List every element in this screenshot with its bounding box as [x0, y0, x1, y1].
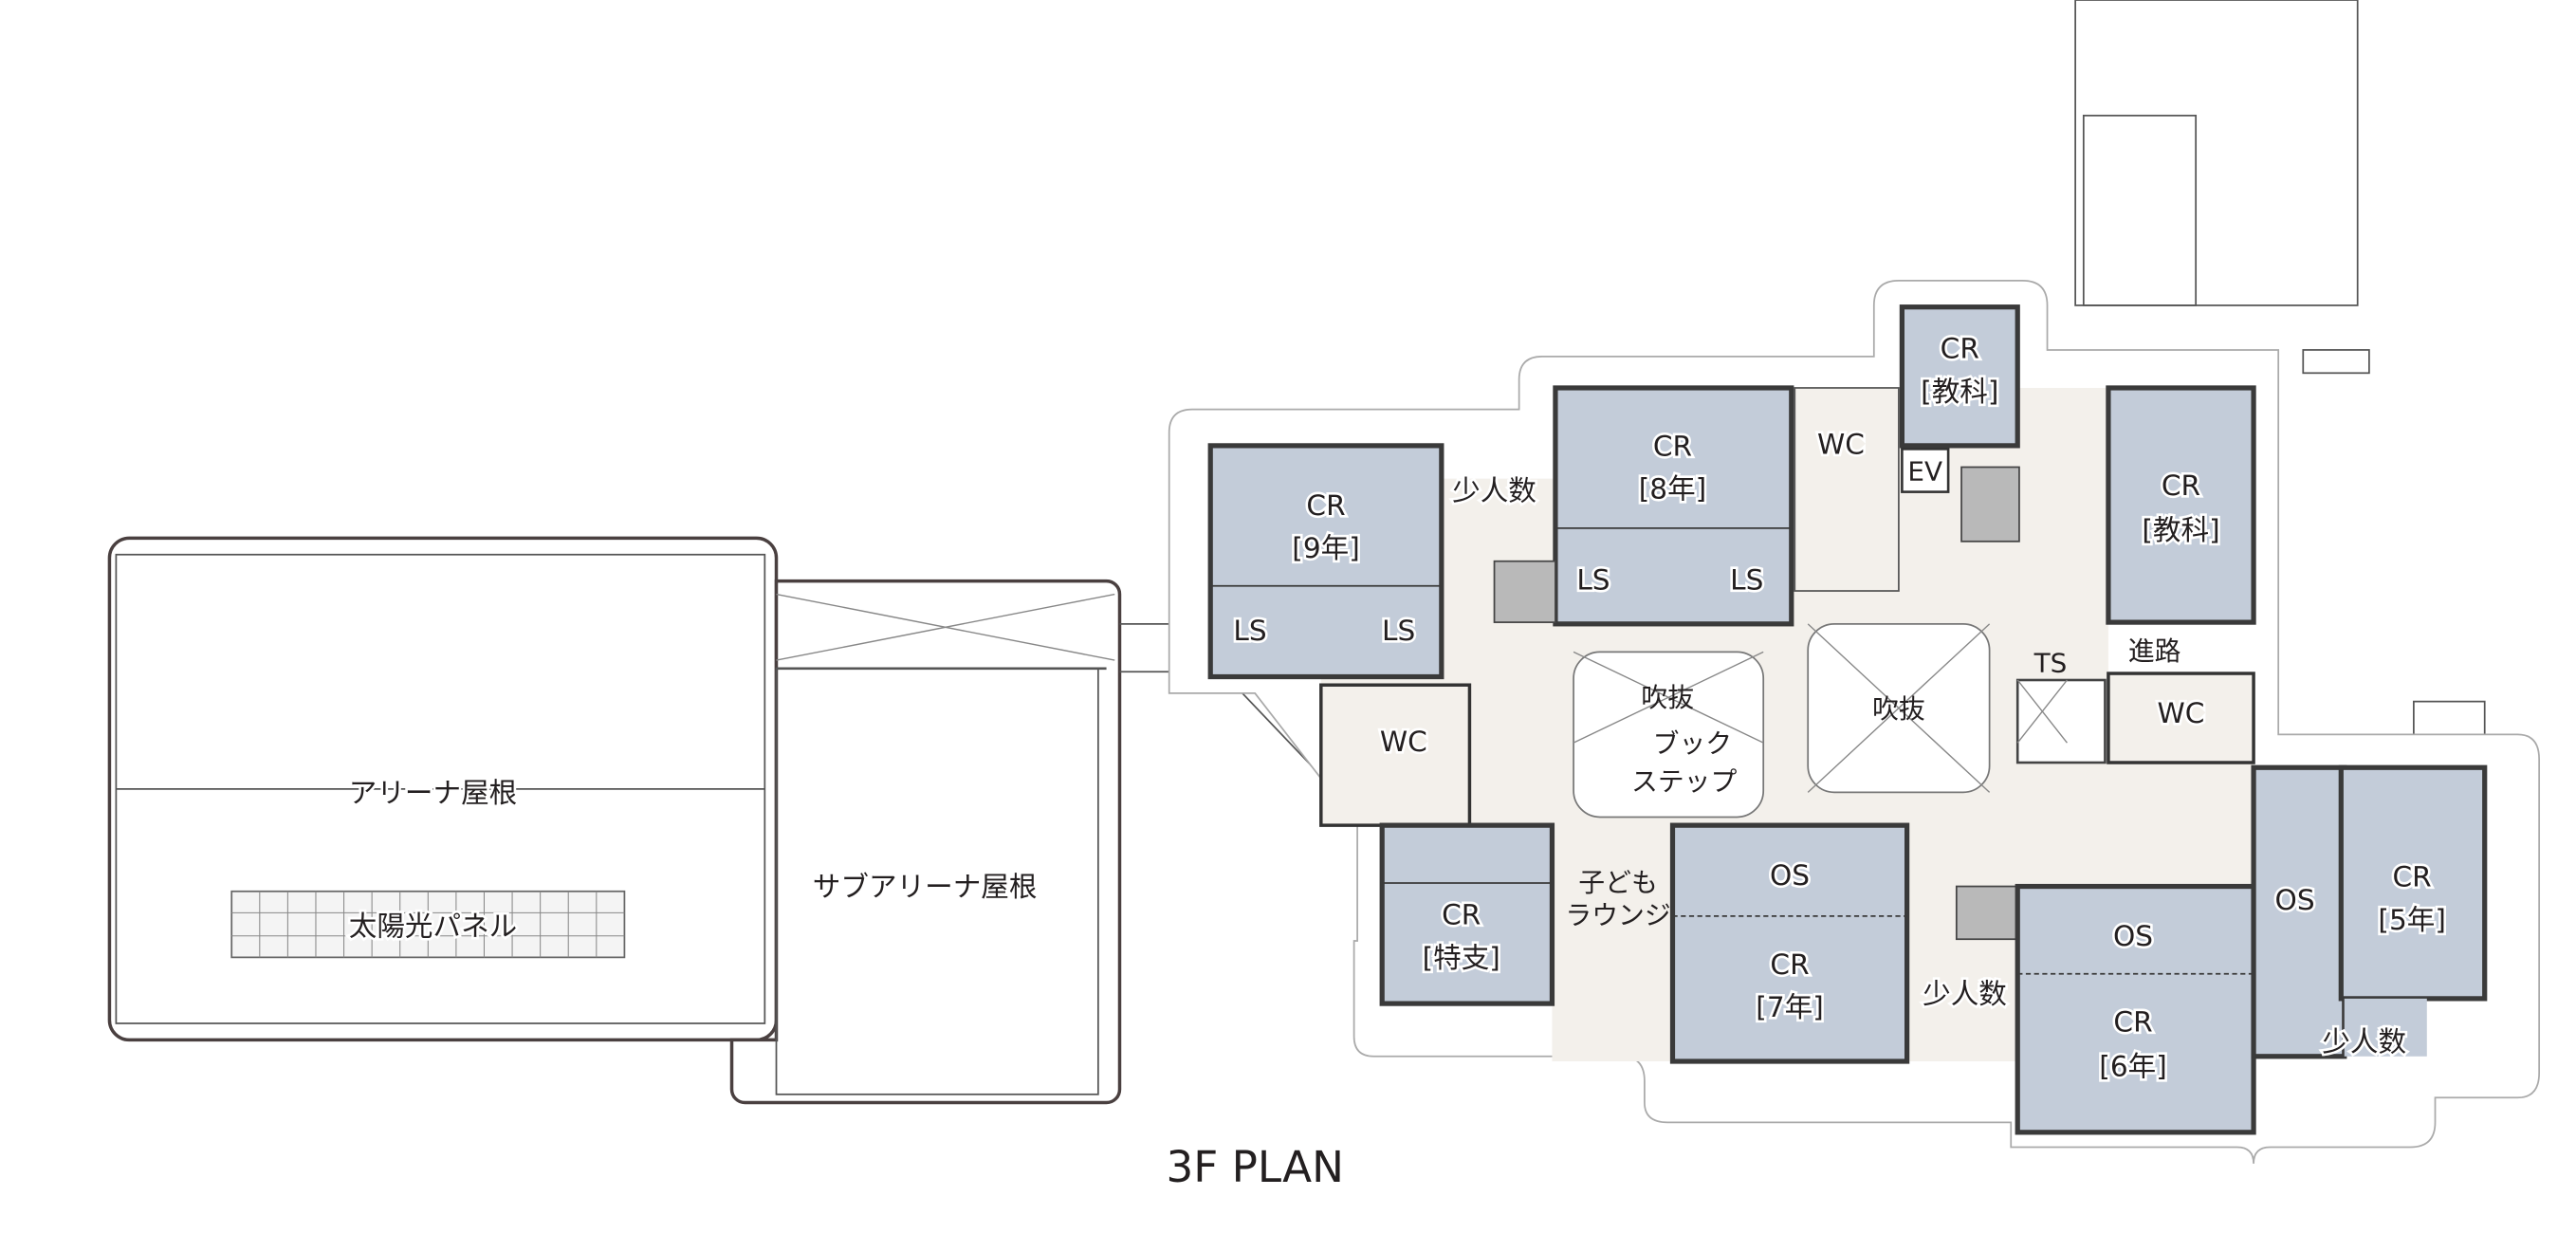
- elevator: EV: [1901, 448, 1950, 493]
- svg-text:[9年]: [9年]: [1292, 532, 1359, 564]
- atrium-center: 吹抜: [1807, 622, 1991, 794]
- svg-text:[6年]: [6年]: [2099, 1051, 2166, 1083]
- arena-roof: アリーナ屋根 太陽光パネル: [107, 536, 779, 1042]
- svg-text:吹抜: 吹抜: [1872, 693, 1925, 725]
- stair-core: [1960, 466, 2020, 543]
- exterior-structure: [2074, 0, 2486, 743]
- svg-text:OS: OS: [2275, 884, 2315, 916]
- svg-text:OS: OS: [2113, 920, 2153, 952]
- svg-text:CR: CR: [2162, 469, 2200, 502]
- svg-text:CR: CR: [2393, 861, 2432, 893]
- kids-lounge-label: 子ども: [1578, 867, 1658, 898]
- ts-label: TS: [2033, 647, 2068, 678]
- svg-text:[教科]: [教科]: [2142, 514, 2219, 546]
- small-group-label: 少人数: [1452, 474, 1536, 506]
- svg-text:CR: CR: [1306, 489, 1345, 522]
- kids-lounge-label: ラウンジ: [1565, 900, 1670, 931]
- career-label: 進路: [2128, 635, 2181, 667]
- svg-text:OS: OS: [1770, 859, 1810, 892]
- wc-top: WC: [1794, 387, 1900, 592]
- svg-text:吹抜: 吹抜: [1641, 682, 1694, 713]
- room-cr6: OS CR [6年]: [2015, 883, 2256, 1135]
- solar-panel-label: 太陽光パネル: [349, 911, 517, 943]
- room-cr9: CR [9年] LS LS: [1207, 443, 1444, 680]
- svg-text:EV: EV: [1907, 455, 1942, 487]
- room-cr-subject-top: CR [教科]: [1899, 304, 2020, 449]
- sub-arena-roof-label: サブアリーナ屋根: [813, 871, 1038, 903]
- svg-text:LS: LS: [1576, 563, 1610, 596]
- svg-text:[8年]: [8年]: [1639, 473, 1706, 506]
- svg-text:CR: CR: [1653, 430, 1692, 462]
- room-cr5: OS CR [5年]: [2251, 764, 2488, 1059]
- svg-text:LS: LS: [1233, 615, 1266, 647]
- svg-text:ブック: ブック: [1653, 728, 1733, 760]
- wc-left: WC: [1319, 683, 1472, 827]
- ts-stair: [2015, 678, 2107, 764]
- svg-text:CR: CR: [2113, 1006, 2152, 1039]
- arena-roof-label: アリーナ屋根: [349, 777, 517, 809]
- room-cr-subject-right: CR [教科]: [2106, 385, 2256, 625]
- stair-core: [1493, 560, 1556, 623]
- room-cr8: CR [8年] LS LS: [1553, 385, 1794, 627]
- small-group-label: 少人数: [1923, 978, 2007, 1010]
- svg-text:WC: WC: [1380, 726, 1427, 758]
- svg-text:[教科]: [教科]: [1921, 376, 1998, 408]
- svg-text:WC: WC: [2158, 697, 2205, 729]
- svg-text:LS: LS: [1730, 563, 1763, 596]
- stair-core: [1955, 885, 2019, 941]
- svg-text:WC: WC: [1817, 429, 1865, 461]
- svg-text:[7年]: [7年]: [1756, 991, 1823, 1023]
- room-cr7: OS CR [7年]: [1669, 822, 1910, 1064]
- svg-text:LS: LS: [1382, 615, 1415, 647]
- wc-right: WC: [2107, 672, 2255, 764]
- svg-text:[5年]: [5年]: [2378, 904, 2445, 936]
- svg-text:[特支]: [特支]: [1423, 942, 1500, 974]
- atrium-left: 吹抜 ブック ステップ: [1573, 651, 1765, 819]
- room-cr-special: CR [特支]: [1379, 822, 1555, 1006]
- svg-text:CR: CR: [1770, 948, 1809, 981]
- svg-text:CR: CR: [1442, 899, 1481, 931]
- plan-title: 3F PLAN: [1166, 1142, 1343, 1192]
- small-group-label: 少人数: [2322, 1026, 2406, 1058]
- svg-text:CR: CR: [1941, 333, 1979, 365]
- svg-text:ステップ: ステップ: [1631, 766, 1737, 798]
